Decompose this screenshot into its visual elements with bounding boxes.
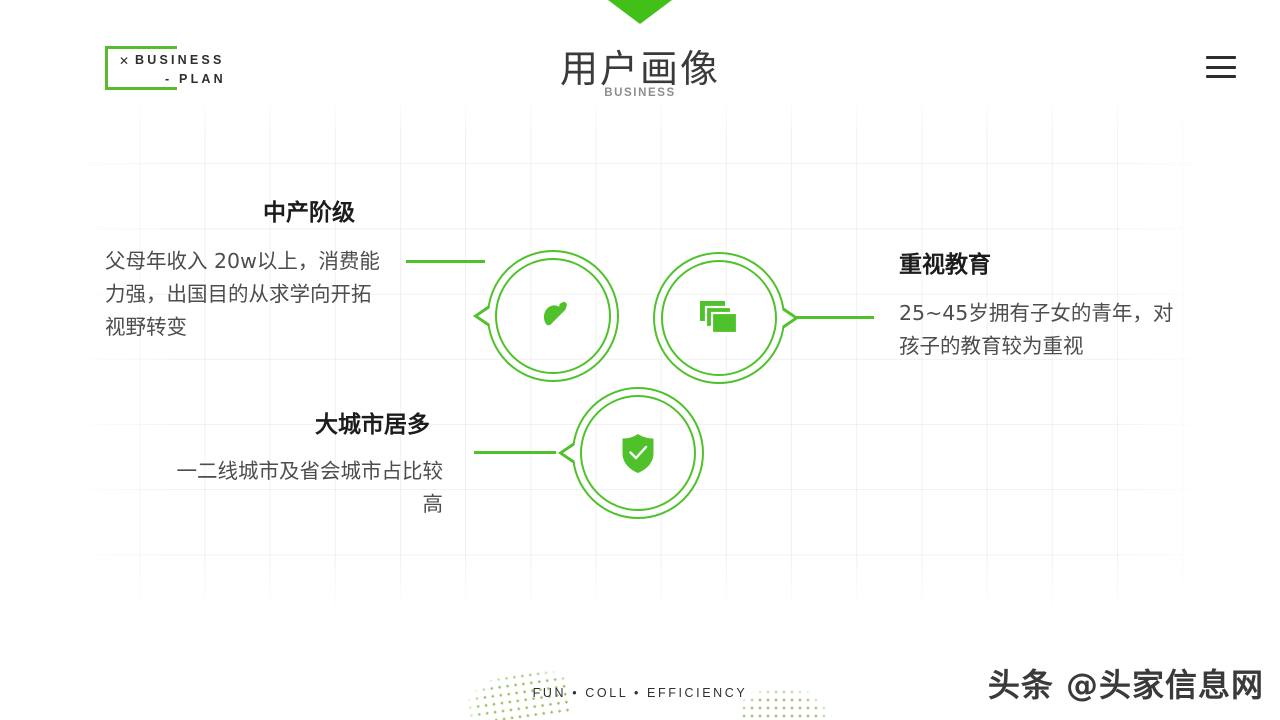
halftone-decoration-left xyxy=(444,649,574,720)
top-triangle-decoration xyxy=(600,0,680,24)
menu-line-2 xyxy=(1206,65,1236,69)
logo-text-line1: BUSINESS xyxy=(135,53,225,67)
footer-separator-1: • xyxy=(572,686,580,700)
node-pointer-notch xyxy=(782,307,799,329)
node-ring-inner xyxy=(495,258,611,374)
block-title-middle-class: 中产阶级 xyxy=(263,200,355,226)
shield-check-icon xyxy=(615,430,661,476)
node-ring-inner xyxy=(661,260,777,376)
menu-line-3 xyxy=(1206,75,1236,78)
footer-tag-coll: COLL xyxy=(585,686,628,700)
logo: ✕ BUSINESS - PLAN xyxy=(105,46,223,94)
node-middle-class[interactable] xyxy=(473,250,619,382)
logo-bracket-tick-bottom xyxy=(157,87,177,90)
logo-bracket-shape xyxy=(105,46,160,90)
block-title-values-education: 重视教育 xyxy=(899,252,991,278)
page-title: 用户画像 xyxy=(559,47,720,91)
node-big-cities[interactable] xyxy=(558,387,704,519)
footer-tagline: FUN • COLL • EFFICIENCY xyxy=(0,686,1280,700)
node-pointer-notch xyxy=(558,442,575,464)
connector-line-middle-class xyxy=(406,260,485,263)
watermark: 头条 @头家信息网 xyxy=(987,666,1264,704)
leaf-icon xyxy=(530,293,576,339)
layers-icon xyxy=(696,295,742,341)
block-body-big-cities: 一二线城市及省会城市占比较高 xyxy=(176,459,444,517)
page-subtitle: BUSINESS xyxy=(604,87,676,99)
footer-tag-fun: FUN xyxy=(532,686,567,700)
logo-text-line2: - PLAN xyxy=(165,72,226,86)
logo-star-icon: ✕ xyxy=(119,54,130,68)
node-values-education[interactable] xyxy=(653,252,799,384)
menu-line-1 xyxy=(1206,56,1236,59)
node-pointer-notch xyxy=(473,305,490,327)
block-title-big-cities: 大城市居多 xyxy=(315,412,430,438)
footer-tag-efficiency: EFFICIENCY xyxy=(647,686,748,700)
block-body-values-education: 25~45岁拥有子女的青年，对孩子的教育较为重视 xyxy=(899,301,1174,359)
connector-line-big-cities xyxy=(474,451,556,454)
footer-separator-2: • xyxy=(633,686,641,700)
hamburger-menu-icon[interactable] xyxy=(1206,56,1236,78)
logo-bracket-tick-top xyxy=(157,46,177,49)
block-body-middle-class: 父母年收入 20w以上，消费能力强，出国目的从求学向开拓视野转变 xyxy=(105,249,380,340)
connector-line-values-education xyxy=(790,316,874,319)
node-ring-inner xyxy=(580,395,696,511)
